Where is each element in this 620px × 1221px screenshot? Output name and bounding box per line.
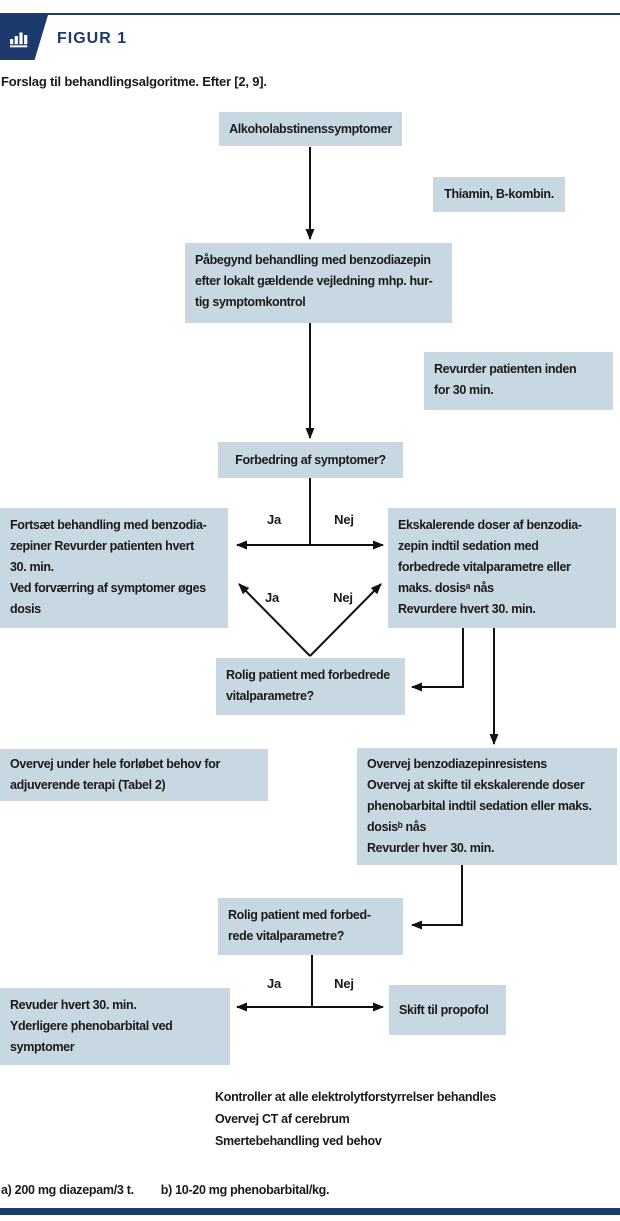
bottom-notes: Kontroller at alle elektrolytforstyrrels… xyxy=(215,1090,497,1148)
footnote-b: b) 10-20 mg phenobarbital/kg. xyxy=(160,1183,330,1197)
footnotes: a) 200 mg diazepam/3 t. b) 10-20 mg phen… xyxy=(1,1183,329,1197)
figure-badge xyxy=(0,15,48,60)
figure-subtitle: Forslag til behandlingsalgoritme. Efter … xyxy=(1,74,267,89)
node-adjuverende-terapi: Overvej under hele forløbet behov for ad… xyxy=(0,749,268,801)
footnote-a: a) 200 mg diazepam/3 t. xyxy=(1,1183,134,1197)
top-divider xyxy=(0,13,620,15)
node-forbedring-af-symptomer: Forbedring af symptomer? xyxy=(218,442,403,478)
edge-label-nej-3: Nej xyxy=(334,976,354,991)
edge-label-ja-1: Ja xyxy=(266,512,282,527)
node-rolig-patient-2: Rolig patient med forbed- rede vitalpara… xyxy=(218,898,403,955)
node-alkoholabstinenssymptomer: Alkoholabstinenssymptomer xyxy=(219,112,402,146)
node-fortsaet-behandling: Fortsæt behandling med benzodia- zepiner… xyxy=(0,508,228,628)
edge-label-nej-1: Nej xyxy=(334,512,354,527)
node-benzodiazepinresistens: Overvej benzodiazepinresistens Overvej a… xyxy=(357,748,617,865)
edge-label-ja-3: Ja xyxy=(266,976,282,991)
arrow-resistance-to-calm2 xyxy=(411,865,463,930)
arrow-escalate-to-calm1 xyxy=(411,628,464,692)
node-paabegynd-behandling: Påbegynd behandling med benzodiazepin ef… xyxy=(185,243,452,323)
figure-title: FIGUR 1 xyxy=(57,30,128,47)
edge-label-nej-2: Nej xyxy=(333,590,353,605)
node-revurder-30-min: Revurder patienten inden for 30 min. xyxy=(424,352,613,410)
node-rolig-patient-1: Rolig patient med forbedrede vitalparame… xyxy=(216,658,405,715)
node-thiamin: Thiamin, B-kombin. xyxy=(433,177,565,212)
bottom-divider xyxy=(0,1208,620,1215)
edge-label-ja-2: Ja xyxy=(264,590,280,605)
bar-chart-icon xyxy=(10,32,28,48)
node-skift-til-propofol: Skift til propofol xyxy=(389,985,506,1035)
node-revuder-phenobarbital: Revuder hvert 30. min. Yderligere phenob… xyxy=(0,988,230,1065)
node-ekskalerende-doser: Ekskalerende doser af benzodia- zepin in… xyxy=(388,508,616,628)
